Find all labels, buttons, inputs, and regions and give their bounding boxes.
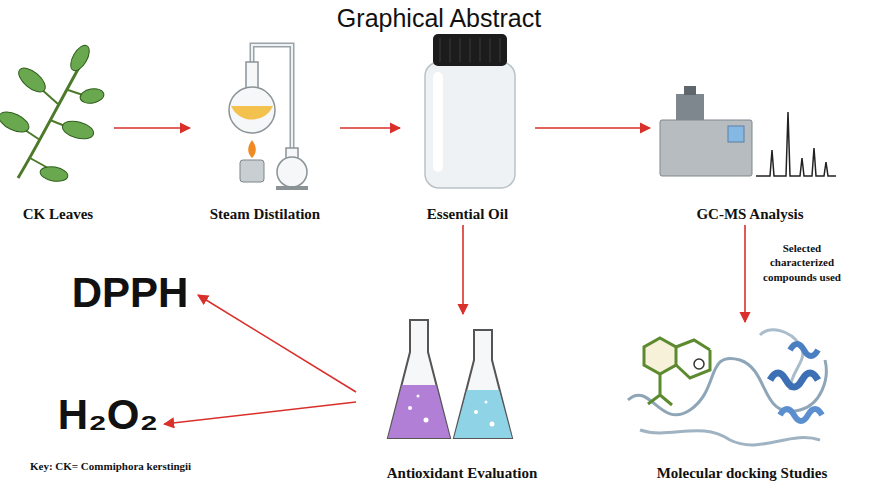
step-node: Molecular docking Studies — [616, 322, 868, 484]
step-caption: Steam Distilation — [207, 204, 323, 225]
oil-jar — [425, 34, 515, 188]
gcms-instrument — [660, 86, 836, 176]
step-caption: Essential Oil — [424, 204, 511, 225]
step-caption: GC-MS Analysis — [693, 204, 806, 225]
docking-illustration — [628, 330, 826, 445]
key-note: Key: CK= Commiphora kerstingii — [30, 460, 191, 472]
assay-name: DPPH — [69, 270, 192, 316]
plant-icon — [0, 42, 105, 183]
flow-arrow — [164, 402, 356, 424]
assay-label: DPPH — [62, 262, 198, 316]
flow-arrow — [462, 225, 464, 314]
step-caption: CK Leaves — [20, 204, 96, 225]
step-node: Antioxidant Evaluation — [356, 314, 568, 484]
assay-label: H₂O₂ — [52, 386, 164, 438]
flow-arrow — [198, 295, 356, 392]
flow-arrow — [114, 127, 190, 129]
distillation-apparatus — [229, 45, 308, 190]
flow-arrow — [535, 127, 650, 129]
step-node: GC-MS Analysis — [650, 82, 850, 225]
diagram-title: Graphical Abstract — [0, 4, 878, 33]
step-node: CK Leaves — [2, 50, 114, 225]
flow-arrow — [340, 127, 400, 129]
step-node: Essential Oil — [400, 32, 535, 225]
step-node: Steam Distilation — [190, 38, 340, 225]
flask-icons — [388, 320, 512, 438]
edge-label: Selected characterized compounds used — [758, 240, 846, 285]
step-caption: Antioxidant Evaluation — [384, 463, 540, 484]
flow-arrow — [744, 225, 746, 322]
step-caption: Molecular docking Studies — [654, 463, 831, 484]
assay-name: H₂O₂ — [55, 392, 161, 438]
